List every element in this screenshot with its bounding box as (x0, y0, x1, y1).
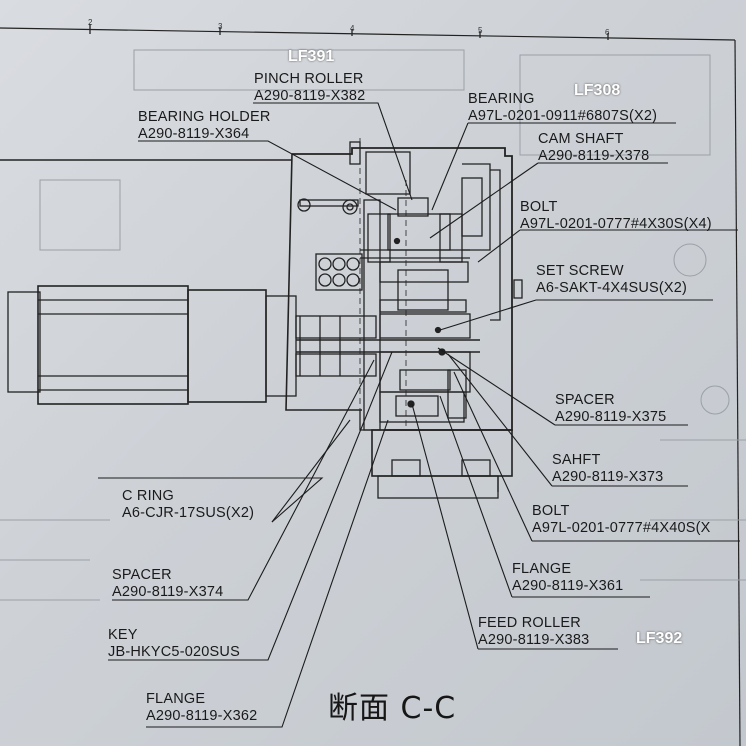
part-name: C RING (122, 488, 174, 504)
callout-set-screw: SET SCREW A6-SAKT-4X4SUS(X2) (536, 263, 687, 297)
ruler-tick-2: 2 (88, 18, 93, 27)
ruler-tick-4: 4 (350, 24, 355, 33)
part-number: A290-8119-X383 (478, 632, 590, 648)
part-name: BOLT (532, 503, 570, 519)
callout-bolt-top: BOLT A97L-0201-0777#4X30S(X4) (520, 199, 712, 233)
part-name: PINCH ROLLER (254, 71, 364, 87)
part-number: A6-SAKT-4X4SUS(X2) (536, 280, 688, 296)
part-number: A290-8119-X362 (146, 708, 258, 724)
part-name: SAHFT (552, 452, 601, 468)
part-name: FEED ROLLER (478, 615, 581, 631)
part-name: SET SCREW (536, 263, 624, 279)
tag-lf392: LF392 (636, 630, 683, 647)
part-name: CAM SHAFT (538, 131, 624, 147)
callout-key: KEY JB-HKYC5-020SUS (108, 627, 240, 661)
part-number: A97L-0201-0911#6807S(X2) (468, 108, 658, 124)
callout-bearing-holder: BEARING HOLDER A290-8119-X364 (138, 109, 271, 143)
part-number: A290-8119-X374 (112, 584, 224, 600)
part-name: BEARING (468, 91, 535, 107)
section-title: 断面 C-C (328, 691, 457, 726)
part-number: A290-8119-X382 (254, 88, 366, 104)
part-number: A97L-0201-0777#4X40S(X (532, 520, 711, 536)
part-name: BEARING HOLDER (138, 109, 271, 125)
callout-c-ring: C RING A6-CJR-17SUS(X2) (122, 488, 254, 522)
callout-feed-roller: FEED ROLLER A290-8119-X383 (478, 615, 589, 649)
callout-flange-left: FLANGE A290-8119-X362 (146, 691, 257, 725)
part-name: FLANGE (146, 691, 206, 707)
part-number: A97L-0201-0777#4X30S(X4) (520, 216, 712, 232)
tag-lf308: LF308 (574, 82, 621, 99)
ruler-tick-3: 3 (218, 22, 223, 31)
part-number: A290-8119-X364 (138, 126, 250, 142)
part-name: FLANGE (512, 561, 572, 577)
ruler-tick-5: 5 (478, 26, 483, 35)
part-number: JB-HKYC5-020SUS (108, 644, 240, 660)
callout-flange-right: FLANGE A290-8119-X361 (512, 561, 623, 595)
part-name: SPACER (112, 567, 172, 583)
ruler-tick-6: 6 (605, 28, 610, 37)
callout-bearing: BEARING A97L-0201-0911#6807S(X2) (468, 91, 657, 125)
part-name: SPACER (555, 392, 615, 408)
callout-pinch-roller: PINCH ROLLER A290-8119-X382 (254, 71, 365, 105)
callout-bolt-bottom: BOLT A97L-0201-0777#4X40S(X (532, 503, 711, 537)
part-number: A290-8119-X361 (512, 578, 624, 594)
tag-lf391: LF391 (288, 48, 335, 65)
part-number: A290-8119-X375 (555, 409, 667, 425)
part-number: A6-CJR-17SUS(X2) (122, 505, 255, 521)
part-name: KEY (108, 627, 138, 643)
part-name: BOLT (520, 199, 558, 215)
part-number: A290-8119-X373 (552, 469, 664, 485)
callout-shaft: SAHFT A290-8119-X373 (552, 452, 663, 486)
callout-cam-shaft: CAM SHAFT A290-8119-X378 (538, 131, 649, 165)
part-number: A290-8119-X378 (538, 148, 650, 164)
callout-spacer-left: SPACER A290-8119-X374 (112, 567, 223, 601)
callout-spacer-right: SPACER A290-8119-X375 (555, 392, 666, 426)
